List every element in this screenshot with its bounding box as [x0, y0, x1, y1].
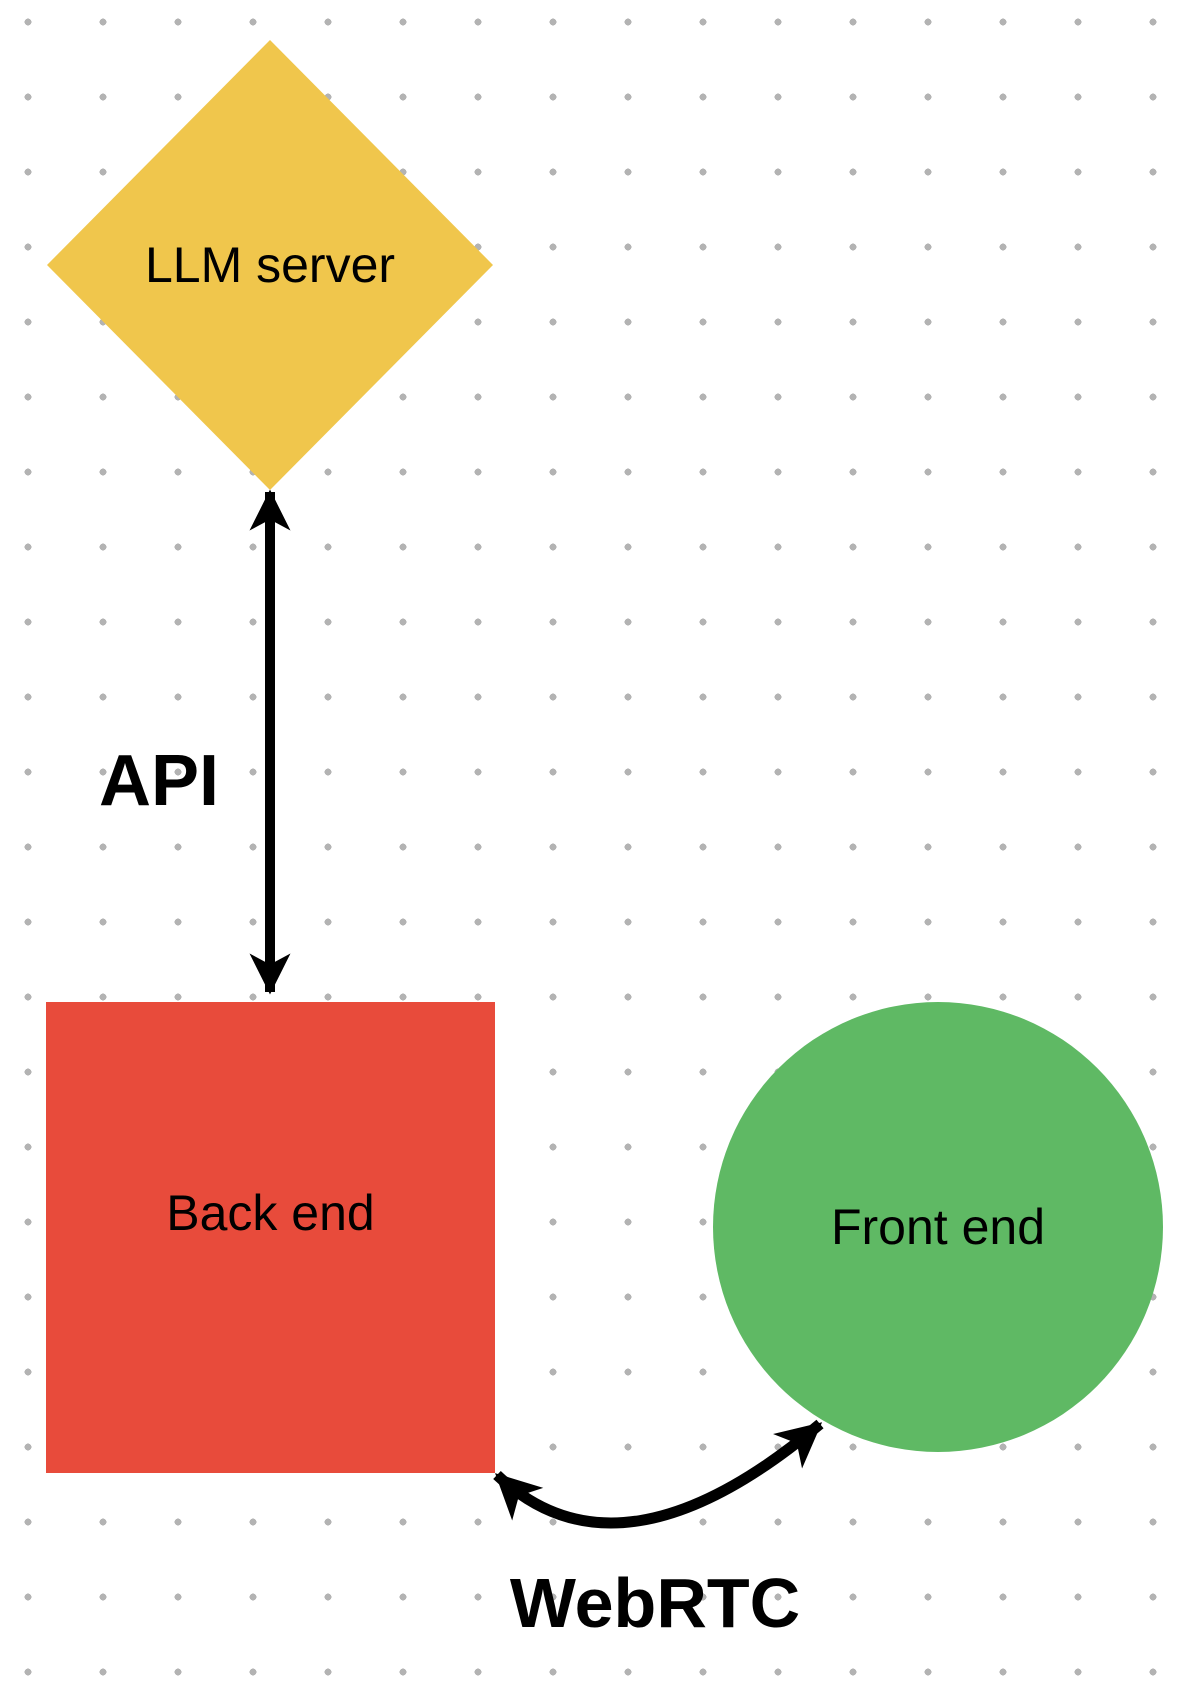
api-connector-label[interactable]: API	[98, 741, 220, 821]
node-back-end[interactable]: Back end	[46, 1002, 495, 1473]
node-front-end-label: Front end	[830, 1198, 1045, 1255]
node-front-end[interactable]: Front end	[713, 1002, 1163, 1452]
webrtc-connector-label[interactable]: WebRTC	[509, 1564, 801, 1642]
node-llm-server-label: LLM server	[144, 236, 396, 293]
node-back-end-label: Back end	[166, 1185, 375, 1241]
webrtc-connector-arrow[interactable]	[493, 1419, 824, 1529]
